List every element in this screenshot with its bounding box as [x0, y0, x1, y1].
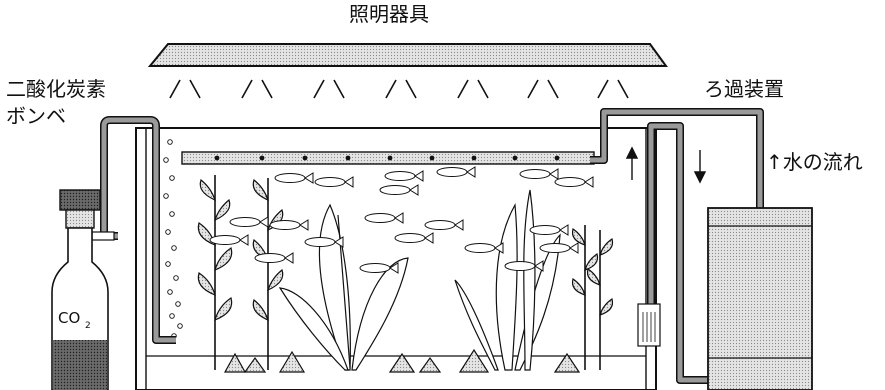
label-filter: ろ過装置: [704, 77, 784, 101]
light-ray-icon: [241, 79, 273, 99]
fish-icon: [464, 242, 504, 254]
label-co2-cylinder: 二酸化炭素: [6, 77, 106, 101]
bubble-icon: [163, 193, 169, 199]
spray-bar: [181, 151, 595, 165]
filter-canister: [707, 207, 813, 390]
bubble-icon: [171, 245, 177, 251]
cylinder-label-sub: 2: [85, 321, 91, 331]
light-ray-icon: [169, 79, 201, 99]
fish-icon: [304, 236, 344, 248]
fish-icon: [394, 232, 434, 244]
label-co2-cylinder-2: ボンベ: [6, 104, 66, 128]
flow-arrows: [625, 146, 707, 184]
fish-icon: [364, 212, 404, 224]
aquarium-tank: [135, 127, 657, 390]
light-ray-icon: [385, 79, 417, 99]
bubble-icon: [167, 289, 173, 295]
fish-icon: [519, 168, 559, 180]
cylinder-label: CO: [58, 309, 80, 327]
filter-pipes: [590, 108, 764, 384]
bubble-icon: [169, 175, 175, 181]
bubble-icon: [173, 275, 179, 281]
fish-icon: [504, 260, 544, 272]
plant-icon: [197, 175, 233, 370]
fish-icon: [384, 170, 424, 182]
fish-icon: [379, 184, 419, 196]
fish-icon: [529, 224, 569, 236]
fish-icon: [436, 166, 476, 178]
light-ray-icon: [457, 79, 489, 99]
fish-icon: [269, 219, 309, 231]
fish-icon: [209, 234, 249, 246]
light-ray-icon: [597, 79, 629, 99]
bubble-icon: [169, 313, 175, 319]
bubble-icon: [169, 211, 175, 217]
plant-icon: [223, 348, 581, 373]
label-lighting: 照明器具: [349, 2, 429, 26]
flow-arrow-down-icon: [693, 150, 707, 184]
co2-tube: [100, 116, 176, 344]
light-ray-icon: [527, 79, 559, 99]
plant-icon: [454, 189, 561, 371]
bubble-icon: [167, 139, 173, 145]
fish-icon: [314, 176, 354, 188]
fish-icon: [254, 252, 294, 264]
lighting-fixture: [147, 43, 668, 67]
fish-icon: [424, 219, 464, 231]
light-ray-icon: [313, 79, 345, 99]
light-rays: [169, 79, 629, 99]
label-water-flow: ↑水の流れ: [766, 150, 863, 174]
fish-icon: [554, 176, 594, 188]
fish-school: [209, 166, 594, 274]
fish-icon: [359, 262, 399, 274]
fish-icon: [274, 172, 314, 184]
bubble-icon: [165, 229, 171, 235]
bubble-icon: [177, 323, 183, 329]
bubble-icon: [163, 157, 169, 163]
co2-cylinder: CO 2: [51, 189, 115, 390]
bubble-icon: [175, 301, 181, 307]
fish-icon: [229, 216, 269, 228]
flow-arrow-up-icon: [625, 146, 639, 180]
fish-icon: [539, 242, 579, 254]
bubble-icon: [165, 261, 171, 267]
co2-bubbles: [163, 139, 183, 339]
plant-icon: [571, 225, 614, 370]
